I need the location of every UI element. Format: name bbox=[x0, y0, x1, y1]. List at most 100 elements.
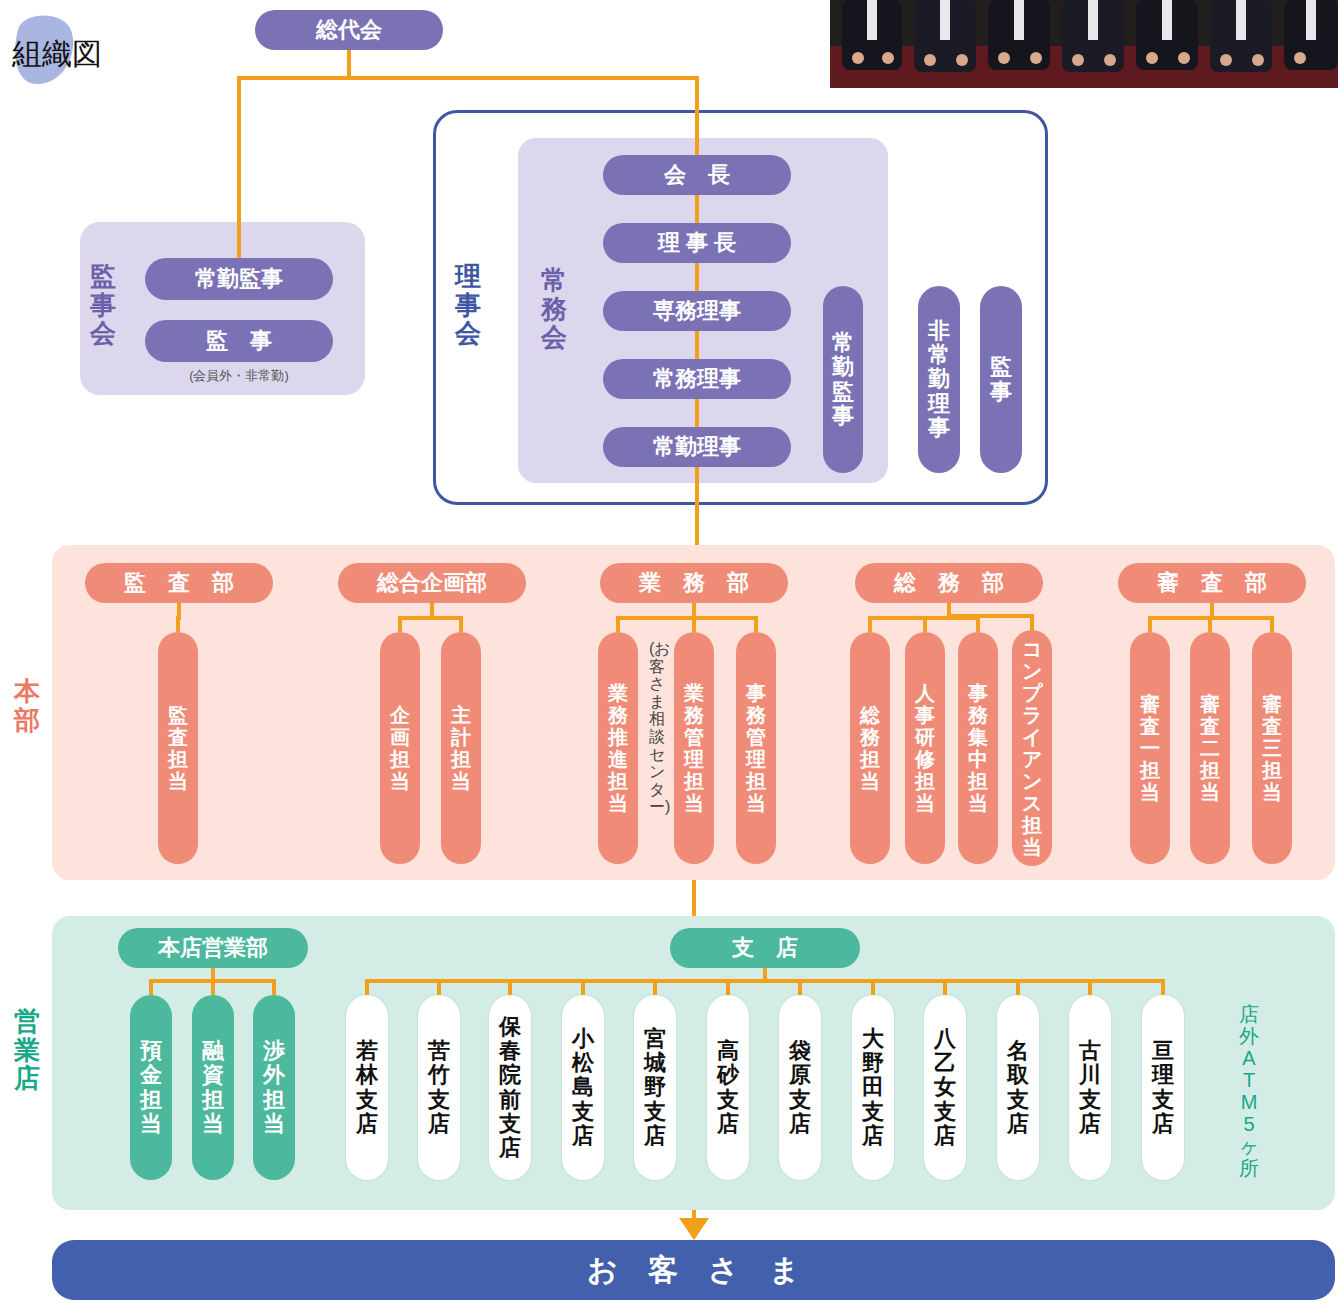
node-label: 人事研修担当 bbox=[915, 682, 935, 814]
hand bbox=[924, 54, 936, 66]
node-label: 事務管理担当 bbox=[746, 682, 766, 814]
hand bbox=[1252, 54, 1264, 66]
photo-ground bbox=[830, 0, 1338, 88]
node-label: コンプライアンス担当 bbox=[1022, 638, 1042, 858]
node-label: 常務理事 bbox=[653, 364, 741, 394]
section-band: 本部監 査 部監査担当総合企画部企画担当主計担当業 務 部業務推進担当業務管理担… bbox=[52, 545, 1335, 880]
node-label: 会 長 bbox=[664, 160, 730, 190]
column-pill: 渉外担当 bbox=[253, 995, 295, 1180]
node-label: 大野田支店 bbox=[862, 1027, 884, 1148]
suit bbox=[1284, 0, 1338, 70]
role-pill: 専務理事 bbox=[603, 291, 791, 331]
column-pill: 亘理支店 bbox=[1142, 995, 1184, 1180]
group-heading: 常務会 bbox=[541, 266, 567, 352]
connector-line bbox=[1150, 603, 1212, 632]
connector-line bbox=[618, 603, 694, 632]
node-label: 専務理事 bbox=[653, 296, 741, 326]
connector-line bbox=[510, 968, 765, 995]
note-label: (お客さま相談センター) bbox=[649, 640, 665, 816]
role-pill: 常勤理事 bbox=[603, 427, 791, 467]
node-label: 本店営業部 bbox=[158, 933, 268, 963]
note-holder: (お客さま相談センター) bbox=[648, 640, 666, 816]
group-heading: 監事会 bbox=[90, 262, 116, 348]
hand bbox=[1294, 52, 1306, 64]
hand bbox=[1072, 54, 1084, 66]
column-pill: 常勤監事 bbox=[823, 286, 863, 473]
node-label: 古川支店 bbox=[1079, 1039, 1101, 1136]
column-pill: 審査三担当 bbox=[1252, 632, 1292, 864]
column-pill: 業務管理担当 bbox=[674, 632, 714, 864]
role-pill: 常勤監事 bbox=[145, 258, 333, 300]
hand bbox=[852, 52, 864, 64]
node-label: 審査三担当 bbox=[1262, 693, 1282, 803]
connector-line bbox=[151, 968, 213, 995]
connector-line bbox=[367, 968, 765, 995]
role-pill: 本店営業部 bbox=[118, 928, 308, 968]
connector-line bbox=[439, 968, 765, 995]
group-heading: 理事会 bbox=[455, 262, 481, 348]
connector-line bbox=[178, 603, 179, 632]
role-pill: 監 事 bbox=[145, 320, 333, 362]
node-label: 理 事 長 bbox=[658, 228, 736, 258]
column-pill: 人事研修担当 bbox=[905, 632, 945, 864]
node-label: 事務集中担当 bbox=[968, 682, 988, 814]
shirt bbox=[1236, 0, 1246, 40]
column-pill: 融資担当 bbox=[192, 995, 234, 1180]
shirt bbox=[940, 0, 950, 40]
section-band: 営業店本店営業部預金担当融資担当渉外担当支 店若林支店苦竹支店保春院前支店小松島… bbox=[52, 916, 1335, 1210]
column-pill: 預金担当 bbox=[130, 995, 172, 1180]
node-label: 業務推進担当 bbox=[608, 682, 628, 814]
column-pill: 企画担当 bbox=[380, 632, 420, 864]
node-label: 業務管理担当 bbox=[684, 682, 704, 814]
note-holder: 店外ATM5ヶ所 bbox=[1238, 1003, 1260, 1179]
column-pill: 若林支店 bbox=[346, 995, 388, 1180]
column-pill: 非常勤理事 bbox=[918, 286, 960, 473]
node-label: 主計担当 bbox=[451, 704, 471, 792]
note-label: (会員外・非常勤) bbox=[189, 367, 289, 385]
shirt bbox=[867, 0, 877, 40]
chart-title: 組織図 bbox=[12, 34, 102, 75]
connector-line bbox=[925, 603, 949, 632]
connector-line bbox=[695, 467, 699, 545]
node-label: 監 事 bbox=[206, 326, 272, 356]
group-heading: 営業店 bbox=[14, 1007, 40, 1093]
column-pill: コンプライアンス担当 bbox=[1012, 630, 1052, 866]
node-label: 名取支店 bbox=[1007, 1039, 1029, 1136]
connector-line bbox=[400, 603, 432, 632]
group-box: 理事会 常務会 会 長理 事 長専務理事常務理事常勤理事常勤監事 非常勤理事監事 bbox=[433, 110, 1048, 505]
customer-bar: お 客 さ ま bbox=[52, 1240, 1335, 1300]
node-label: 苦竹支店 bbox=[428, 1039, 450, 1136]
column-pill: 業務推進担当 bbox=[598, 632, 638, 864]
node-label: 若林支店 bbox=[356, 1039, 378, 1136]
connector-line bbox=[349, 50, 697, 155]
role-pill: 理 事 長 bbox=[603, 223, 791, 263]
suit bbox=[842, 0, 902, 70]
role-pill: 監 査 部 bbox=[85, 563, 273, 603]
column-pill: 宮城野支店 bbox=[634, 995, 676, 1180]
column-pill: 古川支店 bbox=[1069, 995, 1111, 1180]
suit bbox=[914, 0, 976, 72]
hand bbox=[1030, 52, 1042, 64]
shirt bbox=[1162, 0, 1172, 40]
node-label: 高砂支店 bbox=[717, 1039, 739, 1136]
connector-line bbox=[1212, 603, 1272, 632]
column-pill: 高砂支店 bbox=[707, 995, 749, 1180]
node-label: 監事 bbox=[990, 355, 1012, 403]
connector-line bbox=[213, 968, 274, 995]
node-label: 支 店 bbox=[732, 933, 798, 963]
note-holder: (会員外・非常勤) bbox=[145, 366, 333, 385]
column-pill: 袋原支店 bbox=[779, 995, 821, 1180]
suit bbox=[1136, 0, 1198, 70]
node-label: 小松島支店 bbox=[572, 1027, 594, 1148]
connector-line bbox=[695, 263, 699, 291]
node-label: 監査担当 bbox=[168, 704, 188, 792]
node-label: お 客 さ ま bbox=[587, 1250, 800, 1291]
node-label: 亘理支店 bbox=[1152, 1039, 1174, 1136]
hand bbox=[956, 54, 968, 66]
node-label: 企画担当 bbox=[390, 704, 410, 792]
node-label: 審査一担当 bbox=[1140, 693, 1160, 803]
hand bbox=[998, 52, 1010, 64]
suit bbox=[1210, 0, 1272, 72]
node-label: 総合企画部 bbox=[377, 568, 487, 598]
